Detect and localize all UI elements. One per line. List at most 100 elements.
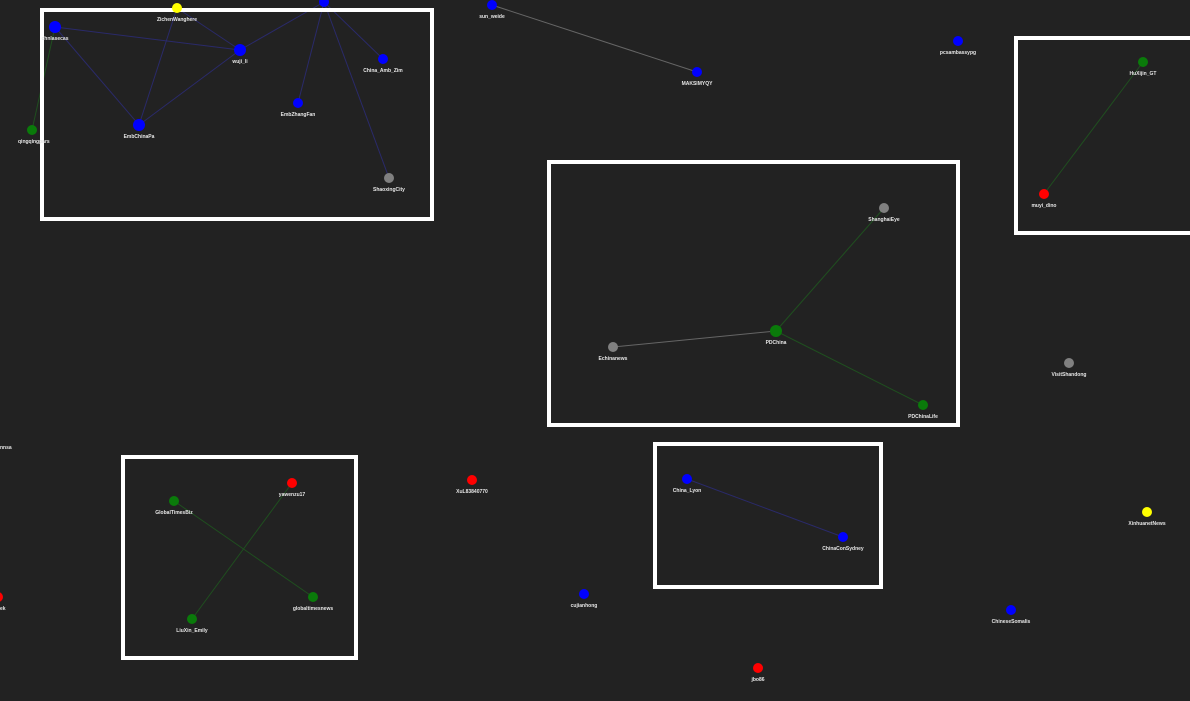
- node-dot[interactable]: [234, 44, 246, 56]
- graph-node-PDChinaLife[interactable]: PDChinaLife: [908, 400, 938, 420]
- node-label: jbo86: [750, 677, 764, 683]
- node-label: wuji_li: [231, 59, 248, 65]
- graph-node-GlobalTimesBiz[interactable]: GlobalTimesBiz: [155, 496, 193, 516]
- node-label: XinhuanetNews: [1128, 521, 1165, 527]
- node-dot[interactable]: [753, 663, 763, 673]
- graph-node-VisitShandong[interactable]: VisitShandong: [1052, 358, 1087, 378]
- node-label: China_Lyon: [673, 488, 701, 494]
- node-dot[interactable]: [133, 119, 145, 131]
- node-label: EmbChinaPa: [124, 134, 155, 140]
- graph-node-chnlasecas[interactable]: chnlasecas: [42, 21, 69, 42]
- node-label: PDChina: [766, 340, 787, 346]
- graph-node-MAKSIMYQY[interactable]: MAKSIMYQY: [682, 67, 714, 87]
- graph-node-PDChina[interactable]: PDChina: [766, 325, 787, 346]
- node-label: ChinaConSydney: [822, 546, 864, 552]
- node-label: ShanghaiEye: [868, 217, 900, 223]
- node-layer: chnlasecas ZichenWanghere wuji_liChina_Amb…: [0, 0, 1166, 683]
- graph-node-wuji_li[interactable]: wuji_li: [231, 44, 248, 65]
- graph-node-ek[interactable]: ek: [0, 592, 6, 612]
- node-dot[interactable]: [1039, 189, 1049, 199]
- node-dot[interactable]: [27, 125, 37, 135]
- node-dot[interactable]: [770, 325, 782, 337]
- node-dot[interactable]: [918, 400, 928, 410]
- graph-node-EmbChinaPa[interactable]: EmbChinaPa: [124, 119, 155, 140]
- node-dot[interactable]: [187, 614, 197, 624]
- graph-node-China_Lyon[interactable]: China_Lyon: [673, 474, 701, 494]
- node-dot[interactable]: [692, 67, 702, 77]
- graph-node-China_Amb_Zim[interactable]: China_Amb_Zim: [363, 54, 403, 74]
- graph-node-ShanghaiEye[interactable]: ShanghaiEye: [868, 203, 900, 223]
- node-dot[interactable]: [0, 592, 3, 602]
- graph-node-cujianhong[interactable]: cujianhong: [571, 589, 598, 609]
- node-label: ChineseSomalis: [992, 619, 1031, 625]
- edge-n13-n14: [1043, 61, 1144, 195]
- graph-node-ZichenWanghere[interactable]: ZichenWanghere: [157, 3, 197, 23]
- graph-node-LiuXin_Emily[interactable]: LiuXin_Emily: [176, 614, 208, 634]
- node-dot[interactable]: [49, 21, 61, 33]
- node-label: ZichenWanghere: [157, 17, 197, 23]
- node-dot[interactable]: [1006, 605, 1016, 615]
- graph-node-sun_weide[interactable]: sun_weide: [479, 0, 505, 20]
- graph-node-XuL83840770[interactable]: XuL83840770: [456, 475, 488, 495]
- edge-n1-n7: [54, 26, 140, 126]
- graph-node-n3[interactable]: [319, 0, 329, 7]
- node-dot[interactable]: [487, 0, 497, 10]
- edge-n25-n26: [686, 478, 844, 538]
- node-label: nnsa: [0, 445, 12, 451]
- graph-node-ShaoxingCity[interactable]: ShaoxingCity: [373, 173, 405, 193]
- node-label: ShaoxingCity: [373, 187, 405, 193]
- edge-n11-n10: [491, 4, 698, 73]
- node-dot[interactable]: [172, 3, 182, 13]
- node-dot[interactable]: [579, 589, 589, 599]
- node-dot[interactable]: [1064, 358, 1074, 368]
- node-dot[interactable]: [467, 475, 477, 485]
- node-label: GlobalTimesBiz: [155, 510, 193, 516]
- graph-node-nnsa[interactable]: nnsa: [0, 431, 12, 451]
- graph-node-globaltimesnews[interactable]: globaltimesnews: [293, 592, 334, 612]
- edge-n4-n7: [138, 49, 241, 126]
- graph-node-XinhuanetNews[interactable]: XinhuanetNews: [1128, 507, 1166, 527]
- node-dot[interactable]: [838, 532, 848, 542]
- node-label: globaltimesnews: [293, 606, 334, 612]
- graph-node-qingqingpars[interactable]: qingqingpars: [18, 125, 50, 145]
- node-dot[interactable]: [608, 342, 618, 352]
- edge-n2-n4: [176, 7, 241, 51]
- graph-node-pcsambassypg[interactable]: pcsambassypg: [940, 36, 976, 56]
- node-label: pcsambassypg: [940, 50, 976, 56]
- graph-node-ChineseSomalis[interactable]: ChineseSomalis: [992, 605, 1031, 625]
- node-dot[interactable]: [953, 36, 963, 46]
- edge-n21-n23: [191, 482, 293, 620]
- node-dot[interactable]: [293, 98, 303, 108]
- node-dot[interactable]: [169, 496, 179, 506]
- node-label: EmbZhangFan: [281, 112, 316, 118]
- node-dot[interactable]: [384, 173, 394, 183]
- node-label: XuL83840770: [456, 489, 488, 495]
- node-dot[interactable]: [1142, 507, 1152, 517]
- graph-node-Echinanews[interactable]: Echinanews: [599, 342, 628, 362]
- node-dot[interactable]: [682, 474, 692, 484]
- edge-n16-n17: [612, 330, 777, 348]
- selection-frame: [40, 8, 434, 221]
- edge-n2-n7: [138, 7, 178, 126]
- node-dot[interactable]: [308, 592, 318, 602]
- node-dot[interactable]: [378, 54, 388, 64]
- graph-node-HuXijin_GT[interactable]: HuXijin_GT: [1130, 57, 1157, 77]
- selection-frame: [1014, 36, 1190, 235]
- edge-n16-n18: [775, 330, 924, 406]
- node-label: VisitShandong: [1052, 372, 1087, 378]
- graph-node-muyi_dino[interactable]: muyi_dino: [1031, 189, 1057, 209]
- graph-node-EmbZhangFan[interactable]: EmbZhangFan: [281, 98, 316, 118]
- selection-frame: [653, 442, 883, 589]
- graph-node-ChinaConSydney[interactable]: ChinaConSydney: [822, 532, 864, 552]
- graph-node-yawenzu17[interactable]: yawenzu17: [279, 478, 306, 498]
- node-label: yawenzu17: [279, 492, 306, 498]
- node-dot[interactable]: [879, 203, 889, 213]
- node-dot[interactable]: [1138, 57, 1148, 67]
- node-label: China_Amb_Zim: [363, 68, 403, 74]
- node-dot[interactable]: [319, 0, 329, 7]
- edge-n16-n15: [775, 207, 885, 332]
- edge-n1-n4: [54, 26, 241, 51]
- node-dot[interactable]: [287, 478, 297, 488]
- graph-node-jbo86[interactable]: jbo86: [750, 663, 765, 683]
